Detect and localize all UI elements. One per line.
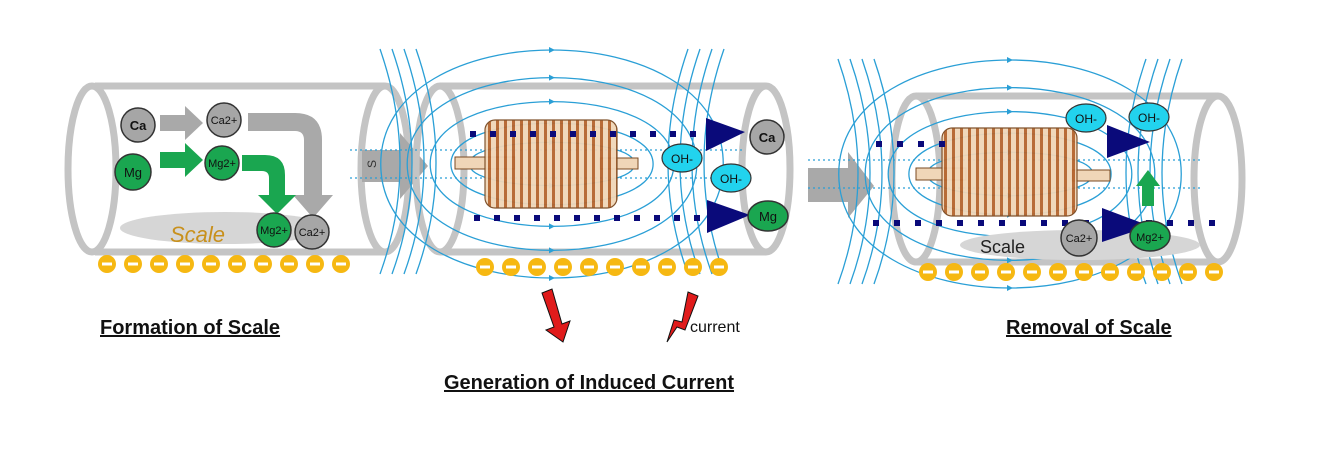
svg-text:OH-: OH-	[1075, 112, 1097, 126]
current-label: current	[690, 319, 740, 336]
charge-minus-icon	[1205, 263, 1223, 281]
charge-minus-icon	[1179, 263, 1197, 281]
svg-text:Ca: Ca	[130, 118, 147, 133]
charge-minus-icon	[632, 258, 650, 276]
svg-text:Mg2+: Mg2+	[208, 158, 236, 170]
charge-row	[919, 263, 1223, 281]
svg-text:Mg2+: Mg2+	[1136, 232, 1164, 244]
svg-text:OH-: OH-	[671, 152, 693, 166]
navy-triangle	[1102, 208, 1150, 242]
ion-ca2plus-deposit: Ca2+	[294, 214, 330, 250]
charge-minus-icon	[476, 258, 494, 276]
ion-ca: Ca	[749, 119, 785, 155]
navy-triangle	[706, 118, 745, 151]
caption-removal: Removal of Scale	[1006, 317, 1172, 339]
reaction-arrows	[160, 106, 333, 218]
charge-minus-icon	[254, 255, 272, 273]
ion-mg2plus: Mg2+	[1129, 220, 1171, 252]
charge-row	[476, 258, 728, 276]
charge-minus-icon	[1023, 263, 1041, 281]
charge-minus-icon	[1075, 263, 1093, 281]
caption-induction: Generation of Induced Current	[444, 372, 735, 394]
charge-minus-icon	[528, 258, 546, 276]
pipe	[888, 92, 1246, 266]
caption-formation: Formation of Scale	[100, 317, 281, 339]
ion-oh: OH-	[710, 163, 752, 193]
charge-minus-icon	[228, 255, 246, 273]
navy-triangle	[707, 200, 750, 233]
pole-label-s: S	[365, 160, 379, 168]
charge-minus-icon	[1153, 263, 1171, 281]
charge-minus-icon	[332, 255, 350, 273]
charge-minus-icon	[919, 263, 937, 281]
svg-text:OH-: OH-	[1138, 111, 1160, 125]
charge-minus-icon	[1127, 263, 1145, 281]
charge-minus-icon	[684, 258, 702, 276]
ion-ca2plus: Ca2+	[206, 102, 242, 138]
charge-minus-icon	[176, 255, 194, 273]
ion-mg: Mg	[114, 153, 152, 191]
charge-minus-icon	[554, 258, 572, 276]
ion-mg2plus: Mg2+	[204, 145, 240, 181]
charge-minus-icon	[502, 258, 520, 276]
charge-minus-icon	[710, 258, 728, 276]
svg-text:Mg: Mg	[124, 165, 142, 180]
svg-text:Ca2+: Ca2+	[1066, 233, 1093, 245]
panel-formation: Scale Ca Ca2+ Mg Mg2+ Mg2+	[64, 82, 413, 273]
charge-minus-icon	[98, 255, 116, 273]
svg-text:Ca2+: Ca2+	[211, 115, 238, 127]
ion-mg: Mg	[747, 200, 789, 232]
charge-minus-icon	[124, 255, 142, 273]
charge-minus-icon	[202, 255, 220, 273]
scale-label: Scale	[980, 237, 1025, 257]
panel-induction: OH- OH- Ca Mg current	[350, 47, 794, 343]
svg-text:Mg: Mg	[759, 209, 777, 224]
charge-row	[98, 255, 350, 273]
charge-minus-icon	[606, 258, 624, 276]
panel-removal: OH- OH- Scale Ca2+ Mg2+	[808, 57, 1246, 291]
scale-label: Scale	[170, 222, 225, 247]
svg-text:OH-: OH-	[720, 172, 742, 186]
coil-icon	[915, 127, 1111, 217]
svg-text:Mg2+: Mg2+	[260, 225, 288, 237]
svg-text:Ca2+: Ca2+	[299, 227, 326, 239]
upward-arrow	[1136, 170, 1160, 206]
current-arrow-down	[541, 288, 571, 343]
charge-minus-icon	[150, 255, 168, 273]
ion-oh: OH-	[1065, 103, 1107, 133]
charge-minus-icon	[1049, 263, 1067, 281]
charge-minus-icon	[658, 258, 676, 276]
navy-triangle	[1107, 125, 1150, 158]
ion-ca2plus: Ca2+	[1060, 219, 1098, 257]
charge-minus-icon	[580, 258, 598, 276]
ion-mg2plus-deposit: Mg2+	[256, 212, 292, 248]
charge-minus-icon	[280, 255, 298, 273]
current-arrow-up	[666, 291, 699, 343]
charge-minus-icon	[971, 263, 989, 281]
charge-minus-icon	[997, 263, 1015, 281]
coil-icon	[454, 119, 639, 209]
charge-minus-icon	[306, 255, 324, 273]
svg-text:Ca: Ca	[759, 130, 776, 145]
charge-minus-icon	[945, 263, 963, 281]
ion-oh: OH-	[1128, 102, 1170, 132]
ion-oh: OH-	[661, 143, 703, 173]
charge-minus-icon	[1101, 263, 1119, 281]
ion-ca: Ca	[120, 107, 156, 143]
process-arrow-icon	[808, 152, 874, 218]
